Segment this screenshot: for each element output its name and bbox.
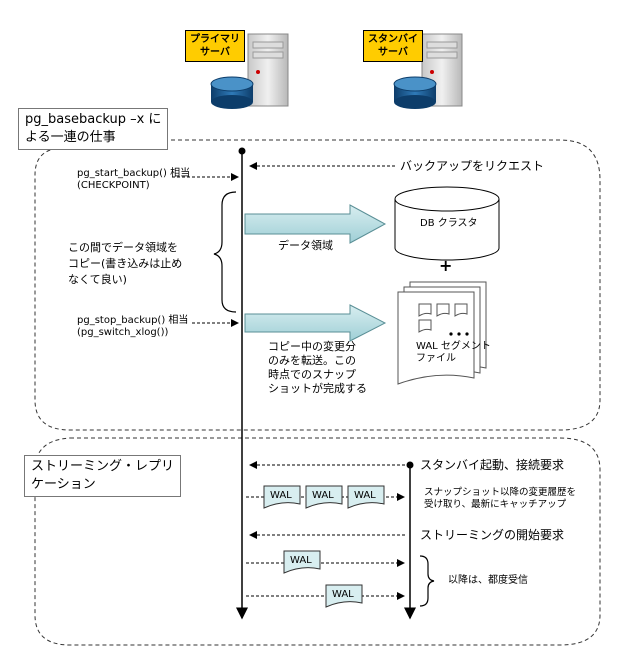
db-cluster-cylinder [394, 186, 500, 261]
copy-period-brace [213, 191, 237, 313]
transfer-note-text: コピー中の変更分 のみを転送。この 時点でのスナップ ショットが完成する [268, 340, 367, 395]
wal-file-icon-5 [325, 584, 363, 608]
wal-file-icon-2 [305, 485, 343, 509]
wal-segment-file-icon [397, 281, 487, 385]
data-area-block-arrow [244, 204, 387, 244]
primary-server-icon [210, 33, 289, 109]
wal-segment-text: WAL セグメント ファイル [416, 341, 491, 364]
standby-start-text: スタンバイ起動、接続要求 [420, 458, 565, 472]
wal-block-arrow [244, 304, 387, 342]
section1-title: pg_basebackup –x に よる一連の仕事 [18, 108, 169, 150]
catchup-text: スナップショット以降の変更履歴を 受け取り、最新にキャッチアップ [424, 487, 577, 510]
wal-label-2: WAL [312, 490, 334, 501]
streaming-request-text: ストリーミングの開始要求 [420, 528, 565, 542]
copy-note-text: この間でデータ領域を コピー(書き込みは止め なくて良い) [68, 241, 183, 286]
section2-title: ストリーミング・レプリ ケーション [24, 455, 182, 497]
request-backup-text: バックアップをリクエスト [400, 159, 545, 173]
plus-sign: + [439, 256, 453, 275]
wal-label-3: WAL [354, 490, 376, 501]
wal-label-1: WAL [270, 490, 292, 501]
wal-file-icon-3 [347, 485, 385, 509]
section2-frame [34, 437, 601, 646]
start-backup-text: pg_start_backup() 相当 (CHECKPOINT) [77, 168, 191, 191]
wal-file-icon-4 [283, 550, 321, 574]
thereafter-brace [419, 555, 435, 607]
standby-server-label: スタンバイ サーバ [363, 30, 423, 62]
primary-timeline-start-dot [238, 147, 246, 155]
thereafter-text: 以降は、都度受信 [448, 575, 528, 586]
section1-frame [34, 139, 601, 431]
data-area-text: データ領域 [278, 239, 333, 252]
wal-label-4: WAL [290, 555, 312, 566]
standby-server-icon [393, 33, 463, 109]
primary-server-label: プライマリ サーバ [185, 30, 245, 62]
standby-timeline-start-dot [406, 461, 414, 469]
stop-backup-text: pg_stop_backup() 相当 (pg_switch_xlog()) [77, 315, 189, 338]
wal-label-5: WAL [332, 589, 354, 600]
db-cluster-text: DB クラスタ [420, 218, 478, 229]
wal-file-icon-1 [263, 485, 301, 509]
